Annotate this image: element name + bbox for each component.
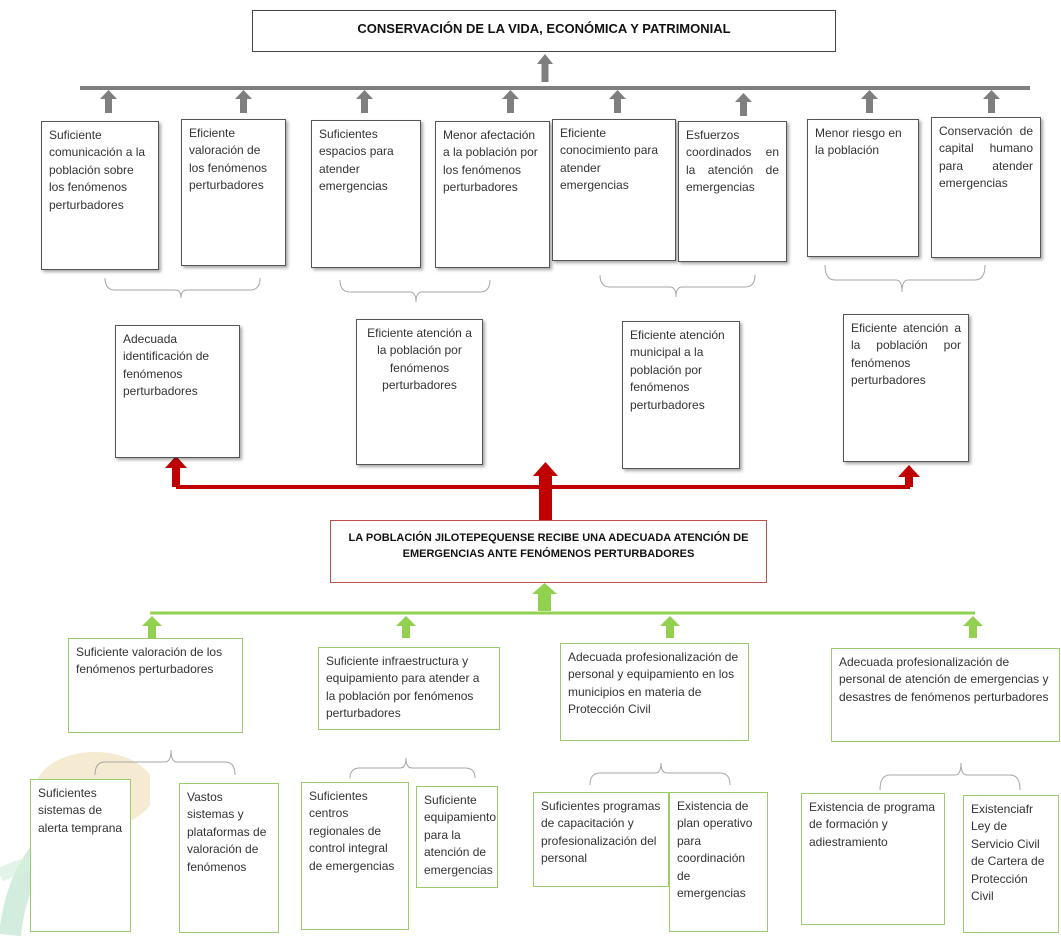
effect-box: Eficiente valoración de los fenómenos pe… <box>181 119 286 266</box>
objective-box: LA POBLACIÓN JILOTEPEQUENSE RECIBE UNA A… <box>330 520 767 583</box>
mid-effect-box: Adecuada identificación de fenómenos per… <box>115 325 240 458</box>
activity-box: Existenciafr Ley de Servicio Civil de Ca… <box>963 795 1059 933</box>
component-box: Adecuada profesionalización de personal … <box>831 648 1060 742</box>
activity-box: Existencia de programa de formación y ad… <box>801 793 945 925</box>
component-box: Adecuada profesionalización de personal … <box>560 643 749 741</box>
mid-effect-box: Eficiente atención municipal a la poblac… <box>622 321 740 469</box>
effect-box: Suficiente comunicación a la población s… <box>41 121 159 270</box>
activity-box: Suficientes centros regionales de contro… <box>301 782 409 930</box>
main-title: CONSERVACIÓN DE LA VIDA, ECONÓMICA Y PAT… <box>252 10 836 52</box>
component-box: Suficiente valoración de los fenómenos p… <box>68 638 243 733</box>
activity-box: Vastos sistemas y plataformas de valorac… <box>179 783 279 933</box>
activity-box: Existencia de plan operativo para coordi… <box>669 792 768 932</box>
effect-box: Menor riesgo en la población <box>807 119 919 257</box>
mid-effect-box: Eficiente atención a la población por fe… <box>843 314 969 462</box>
component-box: Suficiente infraestructura y equipamient… <box>318 647 500 730</box>
effect-box: Eficiente conocimiento para atender emer… <box>552 119 676 261</box>
activity-box: Suficiente equipamiento para la atención… <box>416 786 498 888</box>
effect-box: Esfuerzos coordinados en la atención de … <box>678 121 787 262</box>
activity-box: Suficientes programas de capacitación y … <box>533 792 669 887</box>
effect-box: Suficientes espacios para atender emerge… <box>311 120 421 268</box>
effect-box: Conservación de capital humano para aten… <box>931 117 1041 258</box>
activity-box: Suficientes sistemas de alerta temprana <box>30 779 131 932</box>
effect-box: Menor afectación a la población por los … <box>435 121 550 268</box>
mid-effect-box: Eficiente atención a la población por fe… <box>356 319 483 465</box>
